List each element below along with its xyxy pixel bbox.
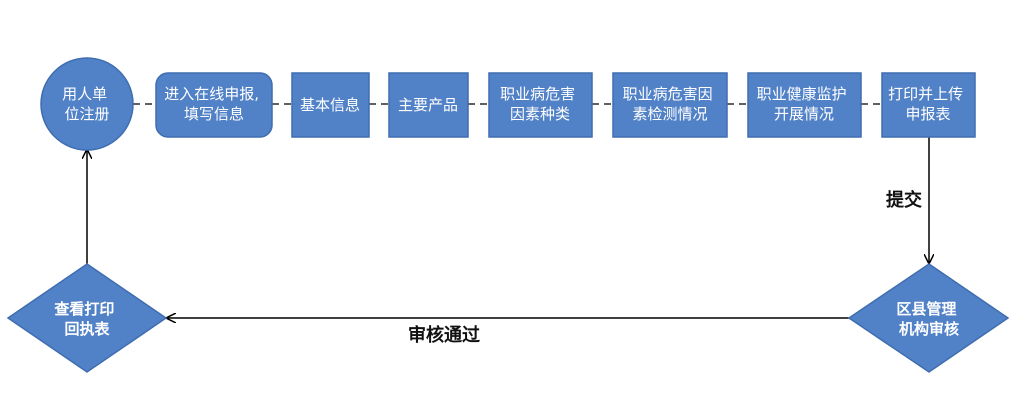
register-label: 用人单 位注册: [62, 85, 112, 123]
node-basic-info: 基本信息: [291, 72, 370, 138]
node-hazard-detection: 职业病危害因 素检测情况: [612, 72, 728, 138]
node-enter-online: 进入在线申报, 填写信息: [155, 72, 273, 138]
node-county-review: 区县管理 机构审核: [847, 263, 1010, 373]
basic-info-box: [291, 72, 370, 138]
node-health-monitoring: 职业健康监护 开展情况: [747, 72, 862, 138]
county-review-label: 区县管理 机构审核: [896, 300, 961, 338]
health-monitoring-box: [747, 72, 862, 138]
register-circle: [40, 57, 134, 151]
approved-edge-label: 审核通过: [408, 324, 480, 346]
flow-arrows: [87, 137, 929, 318]
print-upload-label: 打印并上传 申报表: [888, 85, 968, 123]
node-hazard-types: 职业病危害 因素种类: [488, 72, 593, 138]
view-print-receipt-diamond: [6, 263, 168, 373]
node-register: 用人单 位注册: [40, 57, 134, 151]
node-main-products: 主要产品: [388, 72, 469, 138]
hazard-types-box: [488, 72, 593, 138]
main-products-label: 主要产品: [398, 96, 458, 114]
node-view-print-receipt: 查看打印 回执表: [6, 263, 168, 373]
hazard-types-label: 职业病危害 因素种类: [500, 85, 580, 123]
hazard-detection-box: [612, 72, 728, 138]
basic-info-label: 基本信息: [300, 96, 360, 114]
enter-online-box: [155, 72, 273, 138]
hazard-detection-label: 职业病危害因 素检测情况: [623, 85, 718, 123]
health-monitoring-label: 职业健康监护 开展情况: [757, 85, 852, 123]
print-upload-box: [881, 72, 976, 138]
view-print-receipt-label: 查看打印 回执表: [54, 300, 119, 338]
node-print-upload: 打印并上传 申报表: [881, 72, 976, 138]
enter-online-label: 进入在线申报, 填写信息: [164, 85, 264, 123]
submit-edge-label: 提交: [886, 189, 922, 211]
main-products-box: [388, 72, 469, 138]
county-review-diamond: [847, 263, 1010, 373]
